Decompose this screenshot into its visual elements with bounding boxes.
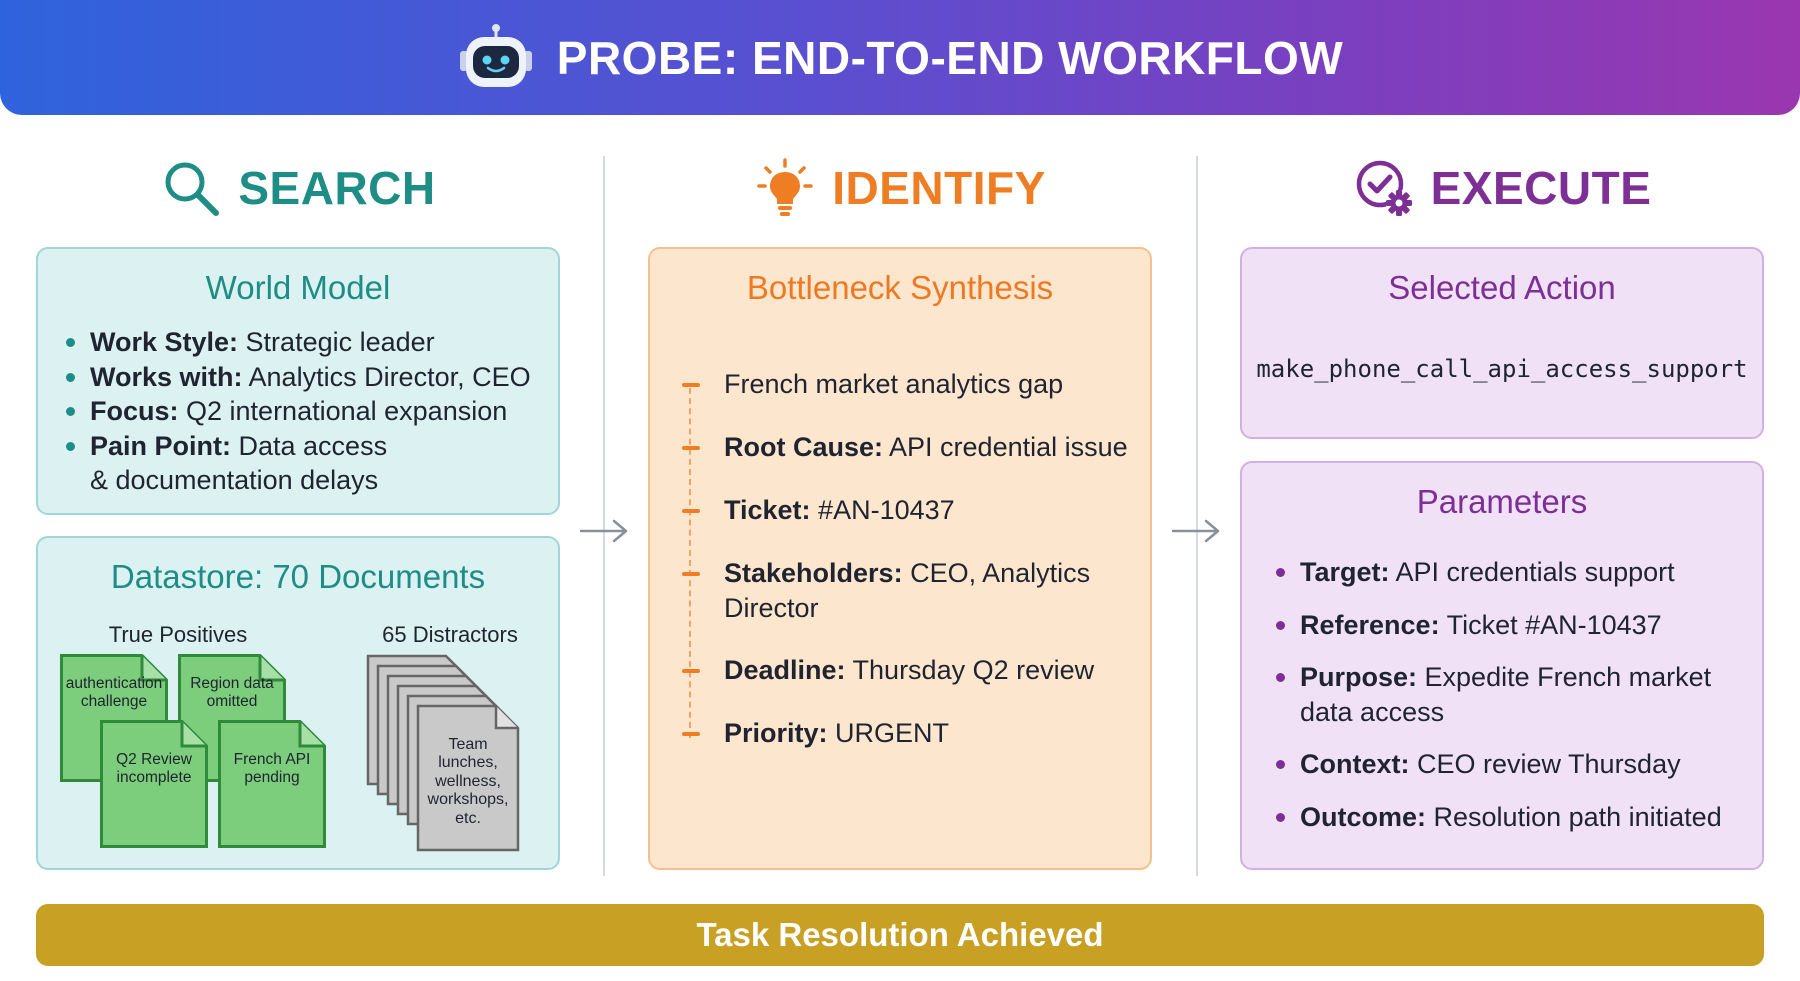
search-title: SEARCH xyxy=(238,162,436,214)
distractors-label: 65 Distractors xyxy=(382,622,518,647)
header-banner: PROBE: END-TO-END WORKFLOW xyxy=(0,0,1800,115)
datastore-card: Datastore: 70 Documents True Positives 6… xyxy=(36,536,560,870)
flow-arrow-identify-execute xyxy=(1170,516,1222,546)
column-divider-right xyxy=(1196,156,1198,876)
list-item: Priority: URGENT xyxy=(680,716,1150,751)
robot-icon xyxy=(459,23,532,87)
timeline-connector xyxy=(689,388,691,738)
list-item: French market analytics gap xyxy=(680,367,1150,402)
list-item: Deadline: Thursday Q2 review xyxy=(680,653,1150,688)
search-heading: SEARCH xyxy=(36,148,560,228)
identify-heading: IDENTIFY xyxy=(648,148,1152,228)
datastore-title: Datastore: 70 Documents xyxy=(110,558,486,595)
lightbulb-icon xyxy=(757,158,813,216)
document-true-positive: Q2 Review incomplete xyxy=(100,720,208,848)
list-item: Work Style: Strategic leader xyxy=(62,325,542,360)
list-item: Outcome: Resolution path initiated xyxy=(1272,800,1742,835)
list-item: Stakeholders: CEO, Analytics Director xyxy=(680,556,1150,625)
list-item: Target: API credentials support xyxy=(1272,555,1742,590)
list-item: Purpose: Expedite French market data acc… xyxy=(1272,660,1712,729)
document-true-positive: French API pending xyxy=(218,720,326,848)
parameters-card: Parameters Target: API credentials suppo… xyxy=(1240,461,1764,870)
magnifier-icon xyxy=(165,162,220,216)
column-divider-left xyxy=(603,156,605,876)
check-gear-icon xyxy=(1356,160,1412,216)
list-item: Context: CEO review Thursday xyxy=(1272,747,1742,782)
selected-action-title: Selected Action xyxy=(1388,269,1616,306)
list-item: Reference: Ticket #AN-10437 xyxy=(1272,608,1742,643)
list-item: Works with: Analytics Director, CEO xyxy=(62,360,542,395)
bottleneck-title: Bottleneck Synthesis xyxy=(746,269,1054,306)
bottleneck-card: Bottleneck Synthesis xyxy=(648,247,1152,870)
distractor-document-text: Team lunches, wellness, workshops, etc. xyxy=(427,735,509,827)
list-item: Focus: Q2 international expansion xyxy=(62,394,542,429)
identify-title: IDENTIFY xyxy=(832,162,1046,214)
list-item: Root Cause: API credential issue xyxy=(680,430,1150,465)
page-title: PROBE: END-TO-END WORKFLOW xyxy=(556,31,1344,84)
task-resolution-banner: Task Resolution Achieved xyxy=(36,904,1764,966)
list-item: Ticket: #AN-10437 xyxy=(680,493,1150,528)
execute-heading: EXECUTE xyxy=(1240,148,1764,228)
flow-arrow-search-identify xyxy=(578,516,630,546)
execute-title: EXECUTE xyxy=(1430,162,1652,214)
parameters-list: Target: API credentials support Referenc… xyxy=(1272,555,1742,834)
selected-action-card: Selected Action make_phone_call_api_acce… xyxy=(1240,247,1764,439)
selected-action-value: make_phone_call_api_access_support xyxy=(1256,355,1748,383)
world-model-card: World Model Work Style: Strategic leader… xyxy=(36,247,560,515)
parameters-title: Parameters xyxy=(1416,483,1588,520)
true-positives-label: True Positives xyxy=(108,622,248,647)
world-model-title: World Model xyxy=(205,269,391,306)
world-model-list: Work Style: Strategic leader Works with:… xyxy=(62,325,542,498)
list-item: Pain Point: Data access & documentation … xyxy=(62,429,412,498)
distractor-document-stack xyxy=(366,654,520,852)
